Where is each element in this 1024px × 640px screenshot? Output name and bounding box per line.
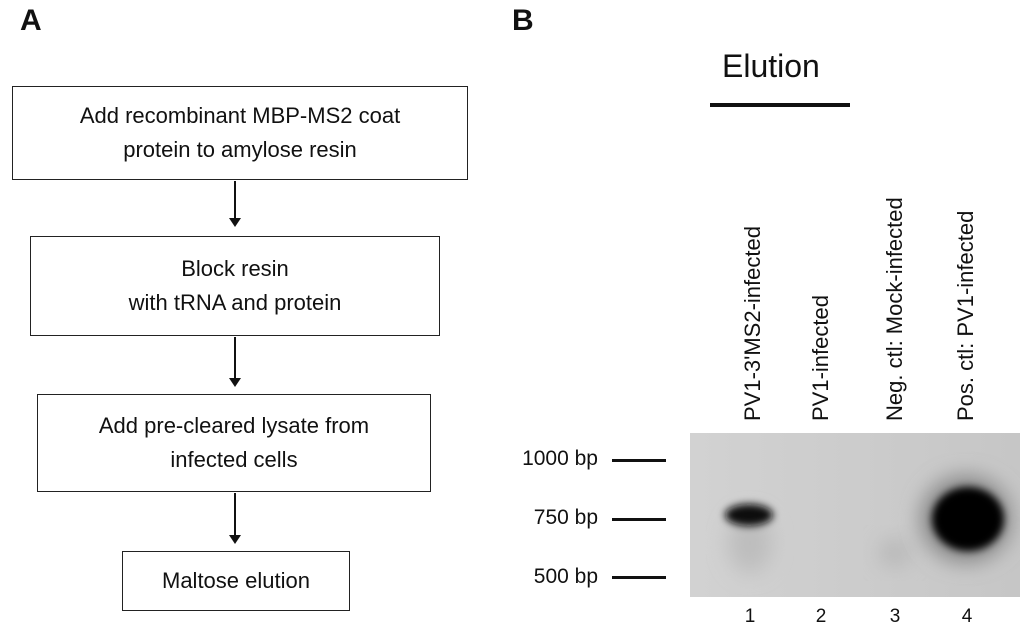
flow-step-4-line-1: Maltose elution (162, 567, 310, 593)
panel-a-label: A (20, 4, 42, 37)
flow-step-3: Add pre-cleared lysate from infected cel… (37, 394, 431, 492)
flow-step-4: Maltose elution (122, 551, 350, 611)
lane-3-smear (879, 539, 911, 567)
lane-label-4: Pos. ctl: PV1-infected (953, 210, 978, 421)
marker-tick-750 (612, 518, 666, 521)
flow-arrow-3 (229, 493, 241, 544)
flow-step-2-line-1: Block resin (181, 255, 289, 281)
marker-tick-1000 (612, 459, 666, 462)
lane-1-smear (728, 513, 772, 573)
lane-number-2: 2 (815, 606, 827, 627)
flow-step-1-line-2: protein to amylose resin (123, 137, 357, 162)
flow-arrow-2 (229, 337, 241, 387)
flow-arrow-1 (229, 181, 241, 227)
panel-b-label: B (512, 4, 534, 37)
lane-label-1: PV1-3'MS2-infected (740, 226, 765, 421)
lane-label-3: Neg. ctl: Mock-infected (882, 197, 907, 421)
gel-image (690, 433, 1020, 597)
flow-step-1-line-1: Add recombinant MBP-MS2 coat (79, 102, 401, 128)
flow-step-3-line-1: Add pre-cleared lysate from (98, 412, 370, 438)
lane-label-2: PV1-infected (808, 295, 833, 421)
flow-step-1: Add recombinant MBP-MS2 coat protein to … (12, 86, 468, 180)
lane-4-band (932, 487, 1004, 551)
lane-1-band (725, 504, 773, 526)
lane-number-4: 4 (961, 606, 973, 627)
marker-label-1000: 1000 bp (522, 447, 598, 470)
marker-tick-500 (612, 576, 666, 579)
flow-step-3-line-2: infected cells (170, 447, 298, 472)
flow-step-2: Block resin with tRNA and protein (30, 236, 440, 336)
elution-label: Elution (722, 48, 820, 84)
elution-bar (710, 103, 850, 107)
lane-number-1: 1 (744, 606, 756, 627)
marker-label-500: 500 bp (533, 565, 598, 588)
flow-step-2-line-2: with tRNA and protein (128, 290, 342, 315)
lane-number-3: 3 (889, 606, 901, 627)
marker-label-750: 750 bp (533, 506, 598, 529)
